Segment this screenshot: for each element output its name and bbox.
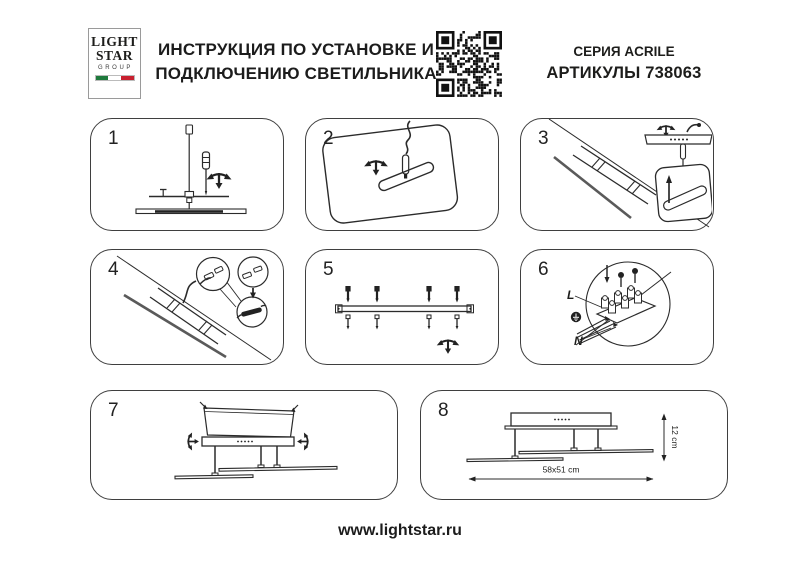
step-6-illustration: L N — [567, 261, 672, 348]
turn-screw-arrows-icon — [363, 159, 389, 177]
screwdriver-icon — [201, 151, 211, 196]
turn-screw-arrows-icon — [296, 431, 310, 452]
step-number: 2 — [323, 128, 334, 149]
step-7-illustration — [174, 401, 338, 480]
step-number: 5 — [323, 259, 334, 280]
step-panel-1: 1 — [90, 118, 284, 231]
step-panel-4: 4 — [90, 249, 284, 365]
lightstar-logo: LIGHT STAR GROUP — [88, 28, 141, 99]
website-url: www.lightstar.ru — [338, 522, 462, 539]
turn-screw-arrows-icon — [205, 171, 233, 191]
series-label: СЕРИЯ ACRILE — [573, 44, 675, 59]
step-number: 6 — [538, 259, 549, 280]
ground-terminal-icon — [570, 311, 582, 323]
step-number: 4 — [108, 259, 119, 280]
page-title: ИНСТРУКЦИЯ ПО УСТАНОВКЕ И ПОДКЛЮЧЕНИЮ СВ… — [150, 38, 442, 86]
italy-flag-icon — [94, 75, 135, 81]
product-meta: СЕРИЯ ACRILE АРТИКУЛЫ 738063 — [538, 44, 710, 83]
logo-text-light: LIGHT — [91, 34, 138, 49]
turn-screw-arrows-icon — [186, 431, 200, 452]
step-number: 7 — [108, 400, 119, 421]
step-number: 8 — [438, 400, 449, 421]
title-line-1: ИНСТРУКЦИЯ ПО УСТАНОВКЕ И — [158, 40, 434, 59]
step-panel-6: 6 L — [520, 249, 714, 365]
neutral-wire-label: N — [574, 334, 583, 348]
turn-screw-arrows-icon — [435, 338, 461, 355]
step-panel-2: 2 — [305, 118, 499, 231]
step-panel-5: 5 — [305, 249, 499, 365]
step-5-illustration — [335, 284, 474, 355]
step-panel-7: 7 — [90, 390, 398, 500]
step-1-illustration — [135, 124, 247, 215]
article-number-label: АРТИКУЛЫ 738063 — [546, 64, 702, 82]
title-line-2: ПОДКЛЮЧЕНИЮ СВЕТИЛЬНИКА — [155, 64, 437, 83]
width-dimension-label: 58x51 cm — [543, 465, 580, 475]
height-dimension-label: 12 cm — [670, 425, 680, 448]
step-panel-8: 8 12 cm 58x51 cm — [420, 390, 728, 500]
live-wire-label: L — [567, 288, 574, 302]
step-8-illustration: 12 cm 58x51 cm — [466, 412, 680, 482]
step-4-illustration — [116, 255, 272, 361]
qr-code-icon — [436, 31, 502, 97]
step-3-illustration — [548, 119, 712, 228]
step-number: 1 — [108, 128, 119, 149]
logo-text-group: GROUP — [97, 65, 133, 71]
logo-text-star: STAR — [95, 48, 133, 63]
step-number: 3 — [538, 128, 549, 149]
step-2-illustration — [322, 120, 459, 224]
step-panel-3: 3 — [520, 118, 714, 231]
